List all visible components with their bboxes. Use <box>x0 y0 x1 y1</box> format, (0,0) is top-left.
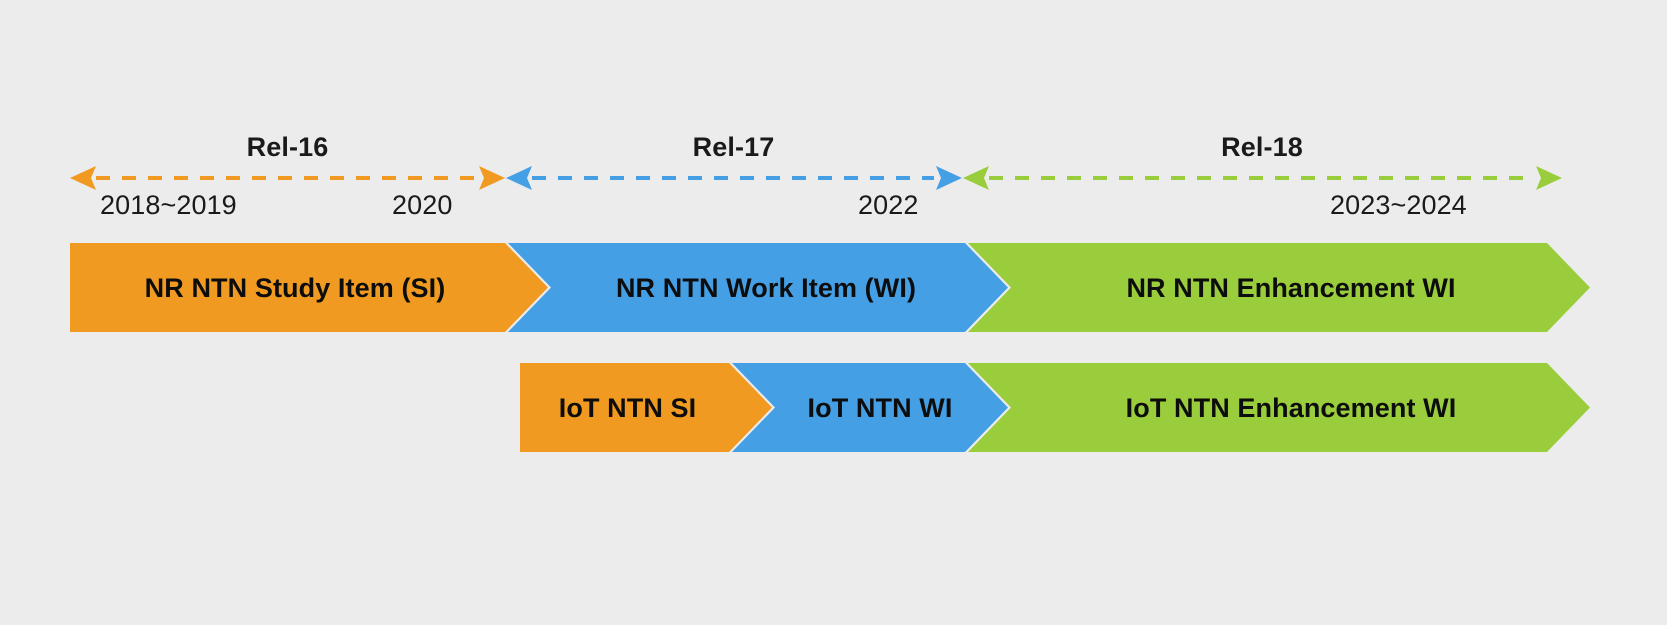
rel-18-right-arrowhead <box>1536 166 1562 190</box>
phase-label-iot-ntn-si: IoT NTN SI <box>558 393 697 423</box>
phase-label-nr-ntn-study-item: NR NTN Study Item (SI) <box>144 273 446 303</box>
phase-iot-ntn-si[interactable] <box>520 363 772 452</box>
phase-iot-ntn-enhancement-wi[interactable] <box>968 363 1590 452</box>
track-iot-ntn <box>520 363 1590 452</box>
phase-iot-ntn-wi[interactable] <box>732 363 1008 452</box>
phase-label-iot-ntn-wi: IoT NTN WI <box>807 393 953 423</box>
phase-nr-ntn-work-item[interactable] <box>508 243 1008 332</box>
track-nr-ntn <box>70 243 1590 332</box>
rel-16-right-arrowhead <box>479 166 505 190</box>
timeline-axis <box>70 166 1562 190</box>
release-label-rel-16: Rel-16 <box>246 132 329 162</box>
rel-18-left-arrowhead <box>963 166 989 190</box>
phase-label-nr-ntn-enhancement-wi: NR NTN Enhancement WI <box>1126 273 1456 303</box>
release-label-rel-18: Rel-18 <box>1221 132 1303 162</box>
rel-17-left-arrowhead <box>506 166 532 190</box>
timeline-segment-rel-16 <box>70 166 505 190</box>
phase-label-nr-ntn-work-item: NR NTN Work Item (WI) <box>615 273 917 303</box>
timeline-segment-rel-17 <box>506 166 962 190</box>
rel-17-right-arrowhead <box>936 166 962 190</box>
phase-label-iot-ntn-enhancement-wi: IoT NTN Enhancement WI <box>1125 393 1457 423</box>
phase-nr-ntn-enhancement-wi[interactable] <box>968 243 1590 332</box>
year-label-2018-2019: 2018~2019 <box>100 190 237 220</box>
year-label-2022: 2022 <box>858 190 919 220</box>
release-label-rel-17: Rel-17 <box>692 132 775 162</box>
timeline-segment-rel-18 <box>963 166 1562 190</box>
phase-nr-ntn-study-item[interactable] <box>70 243 548 332</box>
year-label-2020: 2020 <box>392 190 453 220</box>
year-label-2023-2024: 2023~2024 <box>1330 190 1467 220</box>
rel-16-left-arrowhead <box>70 166 96 190</box>
